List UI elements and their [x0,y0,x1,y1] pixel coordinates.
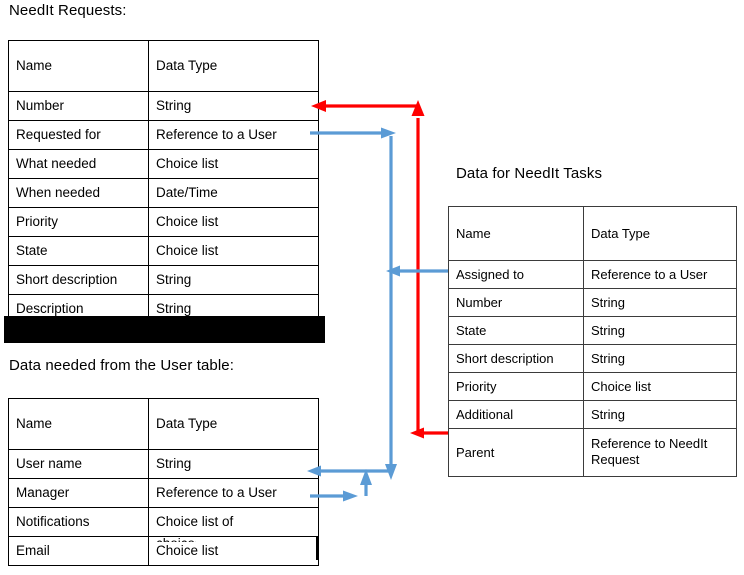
cell-data-type: String [583,344,737,373]
column-header-name: Name [8,398,149,450]
cell-field-name: Additional [448,400,584,429]
table-needit-tasks: Name Data Type Assigned to Reference to … [448,206,737,477]
table-row: Priority Choice list [448,372,737,401]
cell-field-name: Short description [448,344,584,373]
heading-user-table: Data needed from the User table: [9,357,234,374]
cell-field-name: Priority [448,372,584,401]
cell-data-type: Reference to a User [148,120,319,150]
table-row: Additional String [448,400,737,429]
table-header-row: Name Data Type [8,40,319,92]
cell-data-type: String [148,265,319,295]
connector-requested-for-to-user-name [307,127,397,480]
cell-field-name: Number [448,288,584,317]
clipped-continuation-text: choices [156,537,196,542]
table-row: Short description String [8,265,319,295]
table-row: When needed Date/Time [8,178,319,208]
column-header-name: Name [8,40,149,92]
cell-field-name: Notifications [8,507,149,537]
cell-field-name: User name [8,449,149,479]
column-header-name: Name [448,206,584,261]
cell-data-type: Choice list [148,149,319,179]
connector-parent-to-number [311,100,448,439]
cell-field-name: Parent [448,428,584,477]
cell-data-type: Choice list [583,372,737,401]
cell-data-type: Choice list [148,207,319,237]
table-row: What needed Choice list [8,149,319,179]
cell-data-type: Choice list of [148,507,319,537]
cell-field-name: Email [8,536,149,566]
cell-field-name: State [448,316,584,345]
table-row: Assigned to Reference to a User [448,260,737,289]
column-header-data-type: Data Type [583,206,737,261]
table-row: Short description String [448,344,737,373]
cell-data-type: Reference to a User [583,260,737,289]
table-row: Parent Reference to NeedIt Request [448,428,737,477]
cell-field-name: State [8,236,149,266]
table-row: State String [448,316,737,345]
table-row: Number String [8,91,319,121]
cell-field-name: What needed [8,149,149,179]
black-edge-mark [316,537,319,560]
cell-data-type: String [148,449,319,479]
cell-field-name: Requested for [8,120,149,150]
table-row: Number String [448,288,737,317]
cell-data-type: String [583,316,737,345]
cell-data-type: Choice list [148,536,319,566]
cell-data-type: String [148,91,319,121]
heading-needit-tasks: Data for NeedIt Tasks [456,165,603,182]
table-row: Email Choice list [8,536,319,566]
cell-data-type: Choice list [148,236,319,266]
cell-data-type: String [583,288,737,317]
column-header-data-type: Data Type [148,40,319,92]
connector-manager-to-user-name [310,469,372,502]
redacted-black-bar [4,316,325,343]
table-row: User name String [8,449,319,479]
table-header-row: Name Data Type [8,398,319,450]
table-row: Priority Choice list [8,207,319,237]
heading-needit-requests: NeedIt Requests: [9,2,127,19]
table-row: Requested for Reference to a User [8,120,319,150]
cell-field-name: Number [8,91,149,121]
cell-field-name: Assigned to [448,260,584,289]
cell-field-name: Short description [8,265,149,295]
table-row: Notifications Choice list of [8,507,319,537]
table-header-row: Name Data Type [448,206,737,261]
cell-field-name: When needed [8,178,149,208]
cell-field-name: Manager [8,478,149,508]
table-row: Manager Reference to a User [8,478,319,508]
cell-data-type: Date/Time [148,178,319,208]
cell-data-type: Reference to NeedIt Request [583,428,737,477]
connector-assigned-to-to-user-name [386,265,448,277]
cell-field-name: Priority [8,207,149,237]
column-header-data-type: Data Type [148,398,319,450]
cell-data-type: Reference to a User [148,478,319,508]
table-needit-requests: Name Data Type Number String Requested f… [8,40,319,324]
table-user-data: Name Data Type User name String Manager … [8,398,319,566]
cell-data-type: String [583,400,737,429]
table-row: State Choice list [8,236,319,266]
